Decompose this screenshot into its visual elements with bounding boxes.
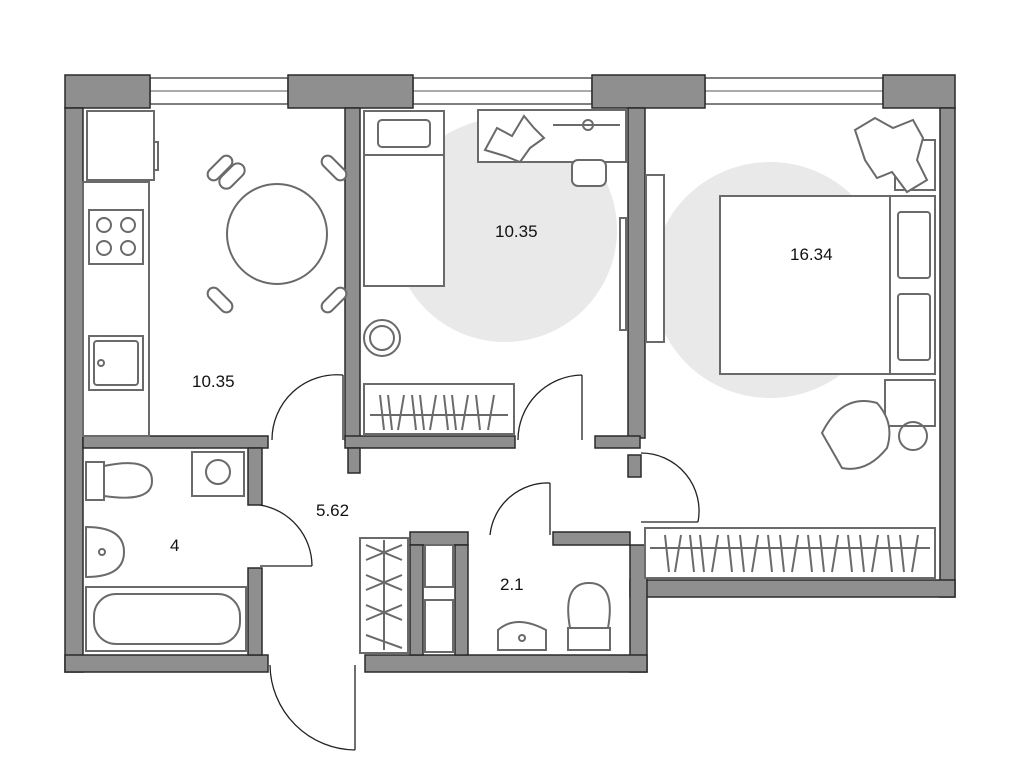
bathroom-furniture (85, 451, 611, 654)
chair-icon (363, 319, 401, 357)
kitchen-furniture (82, 110, 348, 437)
plant-icon (483, 114, 546, 164)
bedroom-large-furniture (644, 116, 936, 579)
toilet-icon (85, 461, 105, 501)
area-label-kitchen: 10.35 (192, 372, 235, 391)
zone-circle-bedroom-small (393, 118, 617, 342)
washing-machine-icon (191, 451, 245, 497)
area-label-bedroom-small: 10.35 (495, 222, 538, 241)
area-label-toilet: 2.1 (500, 575, 524, 594)
double-bed-icon (719, 195, 936, 375)
armchair-icon (820, 400, 891, 470)
nightstand-icon (884, 379, 936, 427)
area-label-bathroom: 4 (170, 536, 179, 555)
plant-icon (853, 116, 929, 194)
dining-table-icon (206, 154, 348, 314)
toilet-icon (567, 627, 611, 651)
bathtub-icon (85, 586, 247, 652)
bedroom-small-furniture (363, 109, 665, 435)
doors (259, 374, 700, 751)
area-label-hallway: 5.62 (316, 501, 349, 520)
watermark: Новострой-М (836, 708, 1024, 741)
area-label-bedroom-large: 16.34 (790, 245, 833, 264)
single-bed-icon (363, 110, 445, 287)
windows (149, 77, 884, 105)
stove-icon (88, 209, 144, 265)
